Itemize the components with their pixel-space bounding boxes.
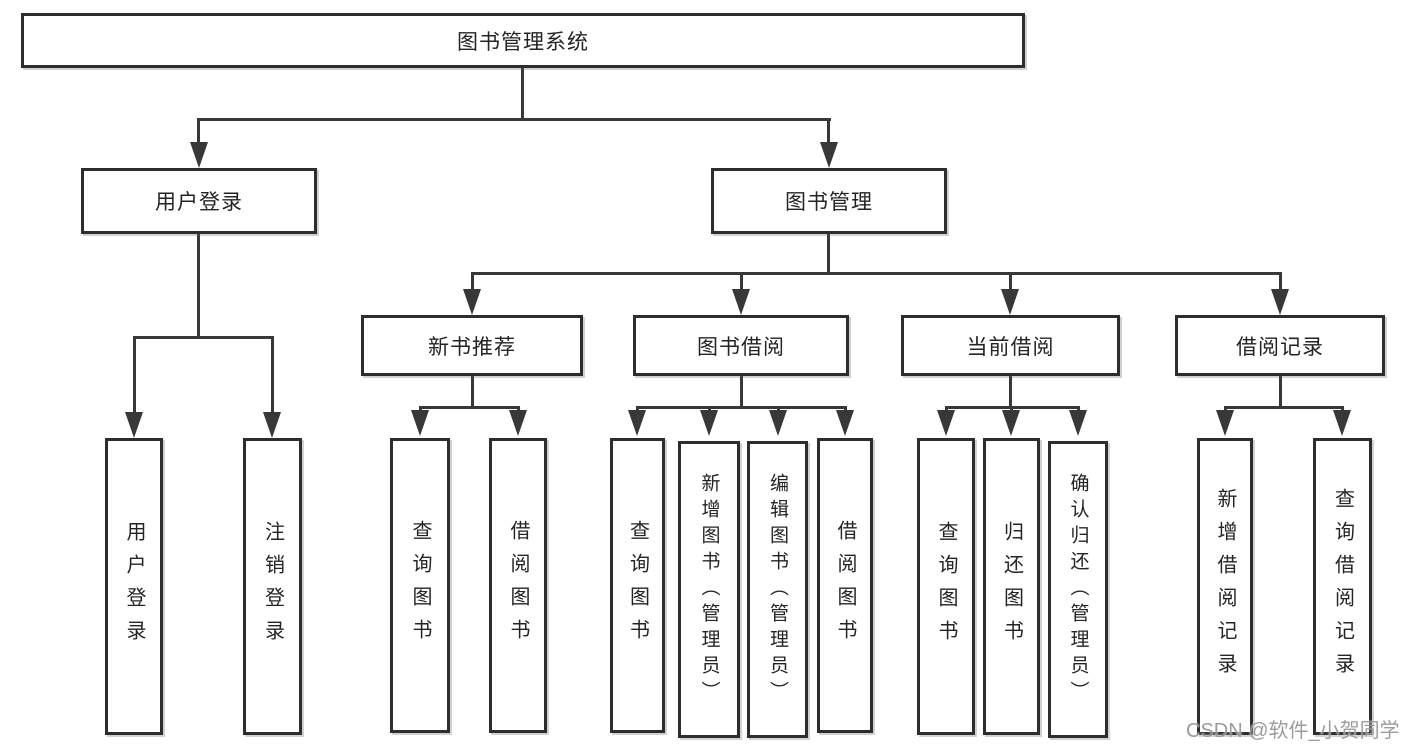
node-label: 图书借阅 [697, 335, 785, 359]
node-label: 当前借阅 [966, 335, 1055, 359]
node-label: 查询图书 [626, 519, 649, 652]
arrow-down-icon [190, 142, 208, 168]
arrow-down-icon [1001, 289, 1019, 315]
node-label: 用户登录 [123, 520, 145, 653]
arrow-down-icon [1333, 410, 1351, 436]
connector-line [827, 118, 830, 146]
node-label: 图书管理 [785, 191, 873, 214]
node-label: 借阅记录 [1236, 335, 1324, 359]
arrow-down-icon [509, 410, 527, 436]
node-book-management: 图书管理 [711, 168, 947, 234]
arrow-down-icon [628, 410, 646, 436]
arrow-down-icon [1271, 289, 1289, 315]
node-borrow-records: 借阅记录 [1175, 315, 1385, 376]
leaf-query-books: 查询图书 [917, 438, 975, 735]
node-label: 查询图书 [409, 519, 431, 652]
connector-line [419, 406, 520, 409]
leaf-add-borrow-record: 新增借阅记录 [1197, 438, 1253, 735]
leaf-user-login: 用户登录 [105, 438, 163, 735]
connector-line [1009, 272, 1012, 292]
leaf-query-books: 查询图书 [610, 438, 665, 733]
leaf-query-books: 查询图书 [390, 438, 450, 733]
node-label: 查询图书 [935, 520, 957, 653]
node-label: 借阅图书 [834, 519, 856, 652]
node-new-book-recommend: 新书推荐 [361, 315, 583, 376]
node-current-borrow: 当前借阅 [901, 315, 1120, 376]
node-label: 确认归还（管理员） [1067, 472, 1089, 707]
arrow-down-icon [1216, 410, 1234, 436]
node-label: 编辑图书（管理员） [767, 472, 788, 707]
node-label: 新书推荐 [428, 335, 516, 359]
connector-line [133, 336, 136, 414]
node-label: 图书管理系统 [457, 30, 589, 54]
leaf-logout: 注销登录 [243, 438, 302, 735]
leaf-borrow-books: 借阅图书 [489, 438, 547, 733]
arrow-down-icon [1069, 410, 1087, 436]
connector-line [133, 336, 274, 339]
arrow-down-icon [700, 410, 718, 436]
arrow-down-icon [937, 410, 955, 436]
connector-line [827, 234, 830, 274]
leaf-borrow-books: 借阅图书 [817, 438, 873, 733]
connector-line [740, 272, 743, 292]
arrow-down-icon [1002, 410, 1020, 436]
leaf-add-books-admin: 新增图书（管理员） [678, 441, 740, 738]
connector-line [197, 234, 200, 338]
arrow-down-icon [836, 410, 854, 436]
csdn-watermark: CSDN @软件_小贺同学 [1186, 720, 1400, 742]
node-book-borrow: 图书借阅 [633, 315, 849, 376]
arrow-down-icon [263, 412, 281, 438]
connector-line [197, 118, 200, 146]
node-label: 新增图书（管理员） [698, 472, 720, 707]
connector-line [471, 272, 1281, 275]
arrow-down-icon [411, 410, 429, 436]
node-label: 注销登录 [261, 520, 284, 653]
connector-line [271, 336, 274, 414]
node-label: 用户登录 [155, 191, 243, 214]
node-label: 借阅图书 [507, 519, 529, 652]
node-user-login: 用户登录 [81, 168, 317, 234]
connector-line [197, 118, 831, 121]
connector-line [1009, 376, 1012, 408]
arrow-down-icon [769, 410, 787, 436]
connector-line [636, 406, 847, 409]
node-label: 查询借阅记录 [1331, 487, 1354, 686]
node-label: 归还图书 [1000, 520, 1023, 653]
connector-line [471, 376, 474, 408]
node-label: 新增借阅记录 [1214, 487, 1236, 686]
leaf-edit-books-admin: 编辑图书（管理员） [747, 441, 808, 738]
arrow-down-icon [463, 289, 481, 315]
leaf-query-borrow-record: 查询借阅记录 [1313, 438, 1372, 735]
connector-line [1224, 406, 1344, 409]
arrow-down-icon [125, 412, 143, 438]
connector-line [740, 376, 743, 408]
leaf-return-books: 归还图书 [983, 438, 1040, 735]
connector-line [471, 272, 474, 292]
leaf-confirm-return-admin: 确认归还（管理员） [1048, 441, 1108, 738]
connector-line [521, 68, 524, 120]
connector-line [1279, 272, 1282, 292]
connector-line [1279, 376, 1282, 408]
arrow-down-icon [820, 142, 838, 168]
node-library-management-system: 图书管理系统 [21, 13, 1025, 68]
arrow-down-icon [732, 289, 750, 315]
